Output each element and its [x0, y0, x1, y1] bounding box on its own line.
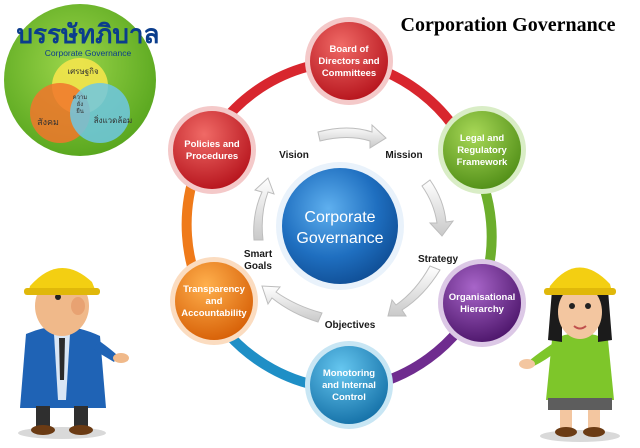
node-hierarchy: Organisational Hierarchy — [438, 259, 526, 347]
arrow-vision-mission — [317, 123, 387, 149]
node-policies-line2: Procedures — [186, 151, 238, 162]
node-policies-circle — [173, 111, 251, 189]
man-character-illustration — [18, 267, 129, 439]
label-mission: Mission — [385, 150, 422, 161]
woman-hat-brim — [544, 288, 616, 295]
node-policies-line1: Policies and — [184, 139, 240, 150]
node-legal-line3: Framework — [457, 157, 508, 168]
logo-center-line2: ยั่ง — [77, 100, 84, 108]
woman-shadow — [540, 430, 620, 442]
label-objectives: Objectives — [325, 320, 376, 331]
node-board-line3: Committees — [322, 68, 376, 79]
man-hard-hat — [28, 267, 96, 294]
logo-subtitle: Corporate Governance — [45, 48, 132, 58]
node-hierarchy-circle — [443, 264, 521, 342]
node-monitoring-line2: and Internal — [322, 380, 376, 391]
logo-circle-environment — [70, 83, 130, 143]
arrow-goals-vision — [253, 177, 275, 241]
node-board-line2: Directors and — [318, 56, 379, 67]
label-goals: Goals — [244, 261, 272, 272]
thai-cg-logo: บรรษัทภิบาล Corporate Governance เศรษฐกิ… — [4, 4, 159, 156]
woman-shirt — [546, 333, 614, 400]
man-leg-left — [36, 406, 50, 428]
man-eye — [55, 294, 61, 300]
node-board: Board of Directors and Committees — [305, 17, 393, 105]
woman-face — [558, 285, 602, 339]
node-monitoring: Monotoring and Internal Control — [305, 341, 393, 429]
node-monitoring-line1: Monotoring — [323, 368, 375, 379]
logo-center-line3: ยืน — [76, 107, 84, 115]
node-board-circle — [310, 22, 388, 100]
node-hierarchy-line1: Organisational — [449, 292, 516, 303]
center-label-line1: Corporate — [304, 209, 375, 226]
node-legal-line1: Legal and — [460, 133, 505, 144]
node-board-line1: Board of — [329, 44, 369, 55]
node-legal: Legal and Regulatory Framework — [438, 106, 526, 194]
node-legal-circle — [443, 111, 521, 189]
logo-economy-label: เศรษฐกิจ — [67, 67, 99, 76]
logo-society-label: สังคม — [37, 117, 59, 127]
arrow-strategy-objectives — [387, 265, 441, 317]
node-transparency-circle — [175, 262, 253, 340]
node-monitoring-circle — [310, 346, 388, 424]
arrow-objectives-goals — [261, 285, 323, 323]
center-circle — [282, 168, 398, 284]
woman-mouth — [573, 325, 587, 330]
node-policies: Policies and Procedures — [168, 106, 256, 194]
woman-character-illustration — [519, 267, 620, 442]
logo-environment-label: สิ่งแวดล้อม — [94, 114, 133, 125]
node-transparency: Transparency and Accountability — [170, 257, 258, 345]
label-strategy: Strategy — [418, 254, 458, 265]
logo-thai-title: บรรษัทภิบาล — [17, 19, 160, 49]
man-shadow — [18, 427, 106, 439]
man-shoe-right — [69, 425, 93, 435]
man-tie — [59, 338, 65, 380]
label-smart: Smart — [244, 249, 273, 260]
inner-cycle-arrows — [253, 123, 455, 323]
man-shoe-left — [31, 425, 55, 435]
node-hierarchy-line2: Hierarchy — [460, 304, 505, 315]
label-vision: Vision — [279, 150, 309, 161]
node-transparency-line1: Transparency — [183, 284, 245, 295]
node-legal-line2: Regulatory — [457, 145, 507, 156]
node-transparency-line2: and — [206, 296, 223, 307]
logo-center-line1: ความ — [73, 95, 88, 101]
woman-eye-left — [569, 303, 575, 309]
node-transparency-line3: Accountability — [181, 308, 247, 319]
woman-shoe-right — [583, 427, 605, 437]
woman-hand — [519, 359, 535, 369]
center-label-line2: Governance — [296, 230, 383, 247]
cycle-labels: Vision Mission Strategy Objectives Smart… — [244, 150, 459, 331]
man-arm — [94, 340, 118, 362]
man-hand — [113, 353, 129, 363]
man-nose — [71, 297, 85, 315]
woman-shorts — [548, 398, 612, 410]
man-hat-brim — [24, 288, 100, 295]
arrow-mission-strategy — [421, 179, 455, 237]
woman-hard-hat — [548, 267, 612, 294]
node-monitoring-line3: Control — [332, 392, 366, 403]
woman-shoe-left — [555, 427, 577, 437]
man-leg-right — [74, 406, 88, 428]
page-title: Corporation Governance — [401, 14, 616, 36]
center-node: Corporate Governance — [276, 162, 404, 290]
woman-arm — [530, 344, 556, 366]
woman-eye-right — [585, 303, 591, 309]
